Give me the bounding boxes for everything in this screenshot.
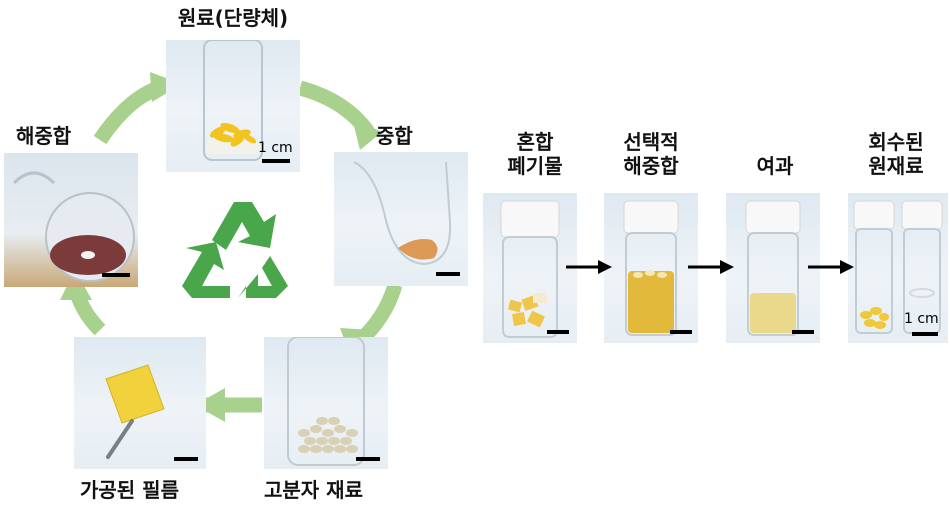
scalebar-selective-depolymerization: [670, 330, 692, 334]
scalebar-depolymerization: [102, 273, 130, 277]
process-arrow-2: [688, 260, 734, 274]
photo-recovered-material: 1 cm: [848, 193, 948, 343]
photo-filtration: [726, 193, 820, 343]
label-polymerization: 중합: [376, 124, 413, 148]
scale-label-monomer: 1 cm: [258, 140, 293, 156]
cycle-arrowhead-top-right: [352, 118, 382, 150]
photo-mixed-waste: [483, 193, 577, 343]
label-monomer: 원료(단량체): [177, 6, 289, 30]
process-arrow-3: [808, 260, 854, 274]
scalebar-mixed-waste: [547, 330, 569, 334]
scalebar-recovered: [912, 332, 938, 336]
cycle-arrowhead-bottom: [195, 388, 225, 422]
label-depolymerization: 해중합: [16, 124, 72, 148]
scalebar-processed-film: [174, 457, 198, 461]
label-processed-film: 가공된 필름: [80, 478, 179, 502]
scalebar-polymer-material: [356, 457, 380, 461]
photo-depolymerization: [4, 153, 138, 287]
scalebar-monomer: [262, 159, 290, 163]
recycle-icon: [182, 202, 288, 298]
photo-processed-film: [74, 337, 206, 469]
label-selective-depolymerization: 선택적 해중합: [623, 130, 679, 178]
scalebar-polymerization: [436, 272, 460, 276]
label-recovered-material: 회수된 원재료: [868, 130, 924, 178]
photo-polymer-material: [264, 337, 388, 469]
photo-selective-depolymerization: [604, 193, 698, 343]
process-arrow-1: [566, 260, 612, 274]
scalebar-filtration: [792, 330, 814, 334]
scale-label-recovered: 1 cm: [904, 311, 939, 327]
photo-polymerization: [334, 152, 468, 286]
label-mixed-waste: 혼합 폐기물: [507, 130, 563, 178]
photo-monomer: 1 cm: [166, 40, 300, 172]
label-polymer-material: 고분자 재료: [264, 478, 363, 502]
label-filtration: 여과: [756, 154, 794, 178]
